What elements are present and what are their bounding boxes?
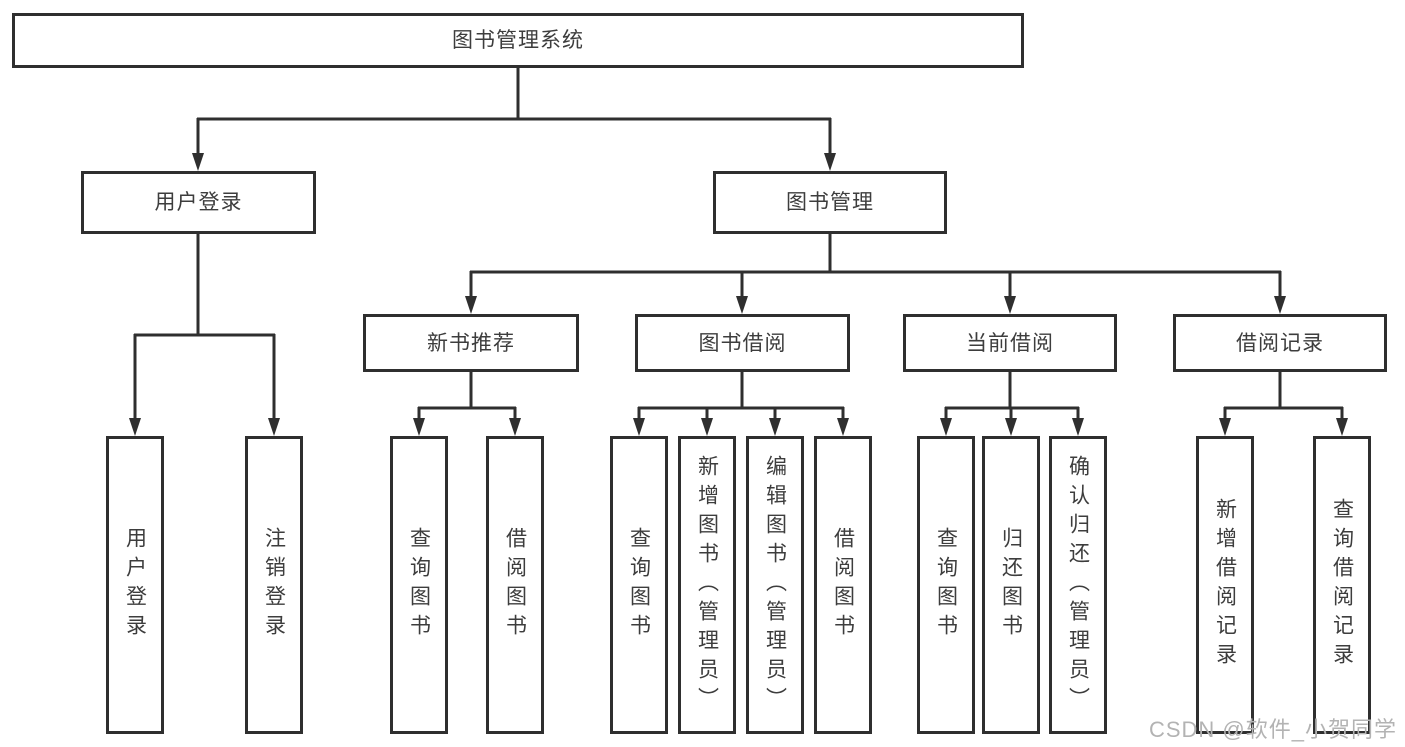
node-label: 图书管理系统 <box>452 29 584 52</box>
leaf-query-books: 查询图书 <box>390 436 448 734</box>
leaf-borrow-books: 借阅图书 <box>486 436 544 734</box>
node-borrowing-records: 借阅记录 <box>1173 314 1387 372</box>
arrowheads <box>129 153 1348 436</box>
node-book-management: 图书管理 <box>713 171 947 234</box>
node-book-borrowing: 图书借阅 <box>635 314 850 372</box>
csdn-watermark: CSDN @软件_小贺同学 <box>1148 717 1397 742</box>
leaf-query-books-2: 查询图书 <box>610 436 668 734</box>
node-label: 用户登录 <box>154 191 243 214</box>
node-label: 注销登录 <box>262 527 286 643</box>
leaf-query-books-3: 查询图书 <box>917 436 975 734</box>
node-label: 借阅图书 <box>503 527 527 643</box>
node-label: 借阅记录 <box>1236 331 1324 355</box>
node-label: 图书管理 <box>786 191 874 214</box>
node-label: 新增借阅记录 <box>1213 498 1237 672</box>
node-label: 编辑图书（管理员） <box>763 454 787 716</box>
node-label: 新书推荐 <box>427 331 515 355</box>
leaf-edit-books-admin: 编辑图书（管理员） <box>746 436 804 734</box>
node-label: 新增图书（管理员） <box>695 454 719 716</box>
leaf-borrow-books-2: 借阅图书 <box>814 436 872 734</box>
node-label: 用户登录 <box>123 527 147 643</box>
node-label: 归还图书 <box>999 527 1023 643</box>
node-new-book-recommendation: 新书推荐 <box>363 314 579 372</box>
node-user-login-group: 用户登录 <box>81 171 316 234</box>
leaf-add-books-admin: 新增图书（管理员） <box>678 436 736 734</box>
leaf-add-borrow-record: 新增借阅记录 <box>1196 436 1254 734</box>
leaf-logout: 注销登录 <box>245 436 303 734</box>
node-label: 查询图书 <box>407 527 431 643</box>
node-label: 查询图书 <box>934 527 958 643</box>
node-label: 查询借阅记录 <box>1330 498 1354 672</box>
node-label: 借阅图书 <box>831 527 855 643</box>
leaf-query-borrow-record: 查询借阅记录 <box>1313 436 1371 734</box>
node-label: 当前借阅 <box>966 331 1054 355</box>
leaf-return-books: 归还图书 <box>982 436 1040 734</box>
node-label: 查询图书 <box>627 527 651 643</box>
leaf-user-login: 用户登录 <box>106 436 164 734</box>
node-label: 确认归还（管理员） <box>1066 454 1090 716</box>
node-current-borrowing: 当前借阅 <box>903 314 1117 372</box>
node-library-management-system: 图书管理系统 <box>12 13 1024 68</box>
node-label: 图书借阅 <box>698 331 787 355</box>
leaf-confirm-return-admin: 确认归还（管理员） <box>1049 436 1107 734</box>
